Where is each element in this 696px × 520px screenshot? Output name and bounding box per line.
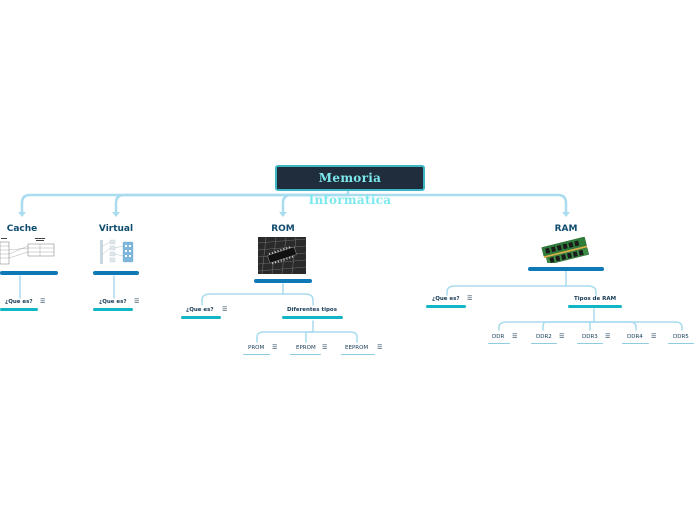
rom-type-item[interactable]: EEPROM [345, 345, 369, 351]
cache-bar [0, 271, 58, 275]
notes-icon[interactable]: ☰ [322, 344, 328, 351]
notes-icon[interactable]: ☰ [272, 344, 278, 351]
rom-type-underline [290, 354, 321, 355]
ram-type-underline [577, 343, 603, 344]
ram-type-underline [531, 343, 557, 344]
ram-bar [528, 267, 604, 271]
ram-title[interactable]: RAM [554, 224, 578, 234]
virtual-title[interactable]: Virtual [98, 224, 134, 234]
rom-tipos[interactable]: Diferentes tipos [287, 307, 337, 313]
ram-tipos[interactable]: Tipos de RAM [574, 296, 617, 302]
virtual-que-es[interactable]: ¿Que es? [99, 299, 127, 305]
notes-icon[interactable]: ☰ [40, 298, 46, 305]
notes-icon[interactable]: ☰ [377, 344, 383, 351]
ram-type-item[interactable]: DDR4 [627, 334, 643, 340]
cache-que-es-bar [0, 308, 38, 311]
ram-que-es[interactable]: ¿Que es? [432, 296, 460, 302]
ram-type-underline [622, 343, 649, 344]
ram-que-es-bar [426, 305, 466, 308]
notes-icon[interactable]: ☰ [605, 333, 611, 340]
rom-title[interactable]: ROM [271, 224, 295, 234]
ram-type-underline [668, 343, 694, 344]
rom-tipos-bar [282, 316, 343, 319]
virtual-que-es-bar [93, 308, 133, 311]
ram-type-underline [488, 343, 510, 344]
cache-diagram-image [0, 236, 58, 266]
rom-type-underline [243, 354, 270, 355]
cache-title[interactable]: Cache [6, 224, 38, 234]
ram-type-item[interactable]: DDR [492, 334, 505, 340]
notes-icon[interactable]: ☰ [222, 306, 228, 313]
ram-type-item[interactable]: DDR2 [536, 334, 552, 340]
rom-type-item[interactable]: EPROM [296, 345, 316, 351]
rom-que-es[interactable]: ¿Que es? [186, 307, 214, 313]
ram-module-image [540, 236, 590, 265]
rom-bar [254, 279, 312, 283]
notes-icon[interactable]: ☰ [651, 333, 657, 340]
rom-chip-image [257, 236, 307, 275]
virtual-bar [93, 271, 139, 275]
rom-type-underline [341, 354, 375, 355]
notes-icon[interactable]: ☰ [467, 295, 473, 302]
rom-type-item[interactable]: PROM [248, 345, 265, 351]
ram-type-item[interactable]: DDR5 [673, 334, 689, 340]
ram-tipos-bar [568, 305, 622, 308]
rom-que-es-bar [181, 316, 221, 319]
notes-icon[interactable]: ☰ [559, 333, 565, 340]
notes-icon[interactable]: ☰ [512, 333, 518, 340]
cache-que-es[interactable]: ¿Que es? [5, 299, 33, 305]
notes-icon[interactable]: ☰ [134, 298, 140, 305]
virtual-memory-image [98, 236, 136, 268]
root-topic[interactable]: Memoria Informática [275, 165, 425, 207]
ram-type-item[interactable]: DDR3 [582, 334, 598, 340]
